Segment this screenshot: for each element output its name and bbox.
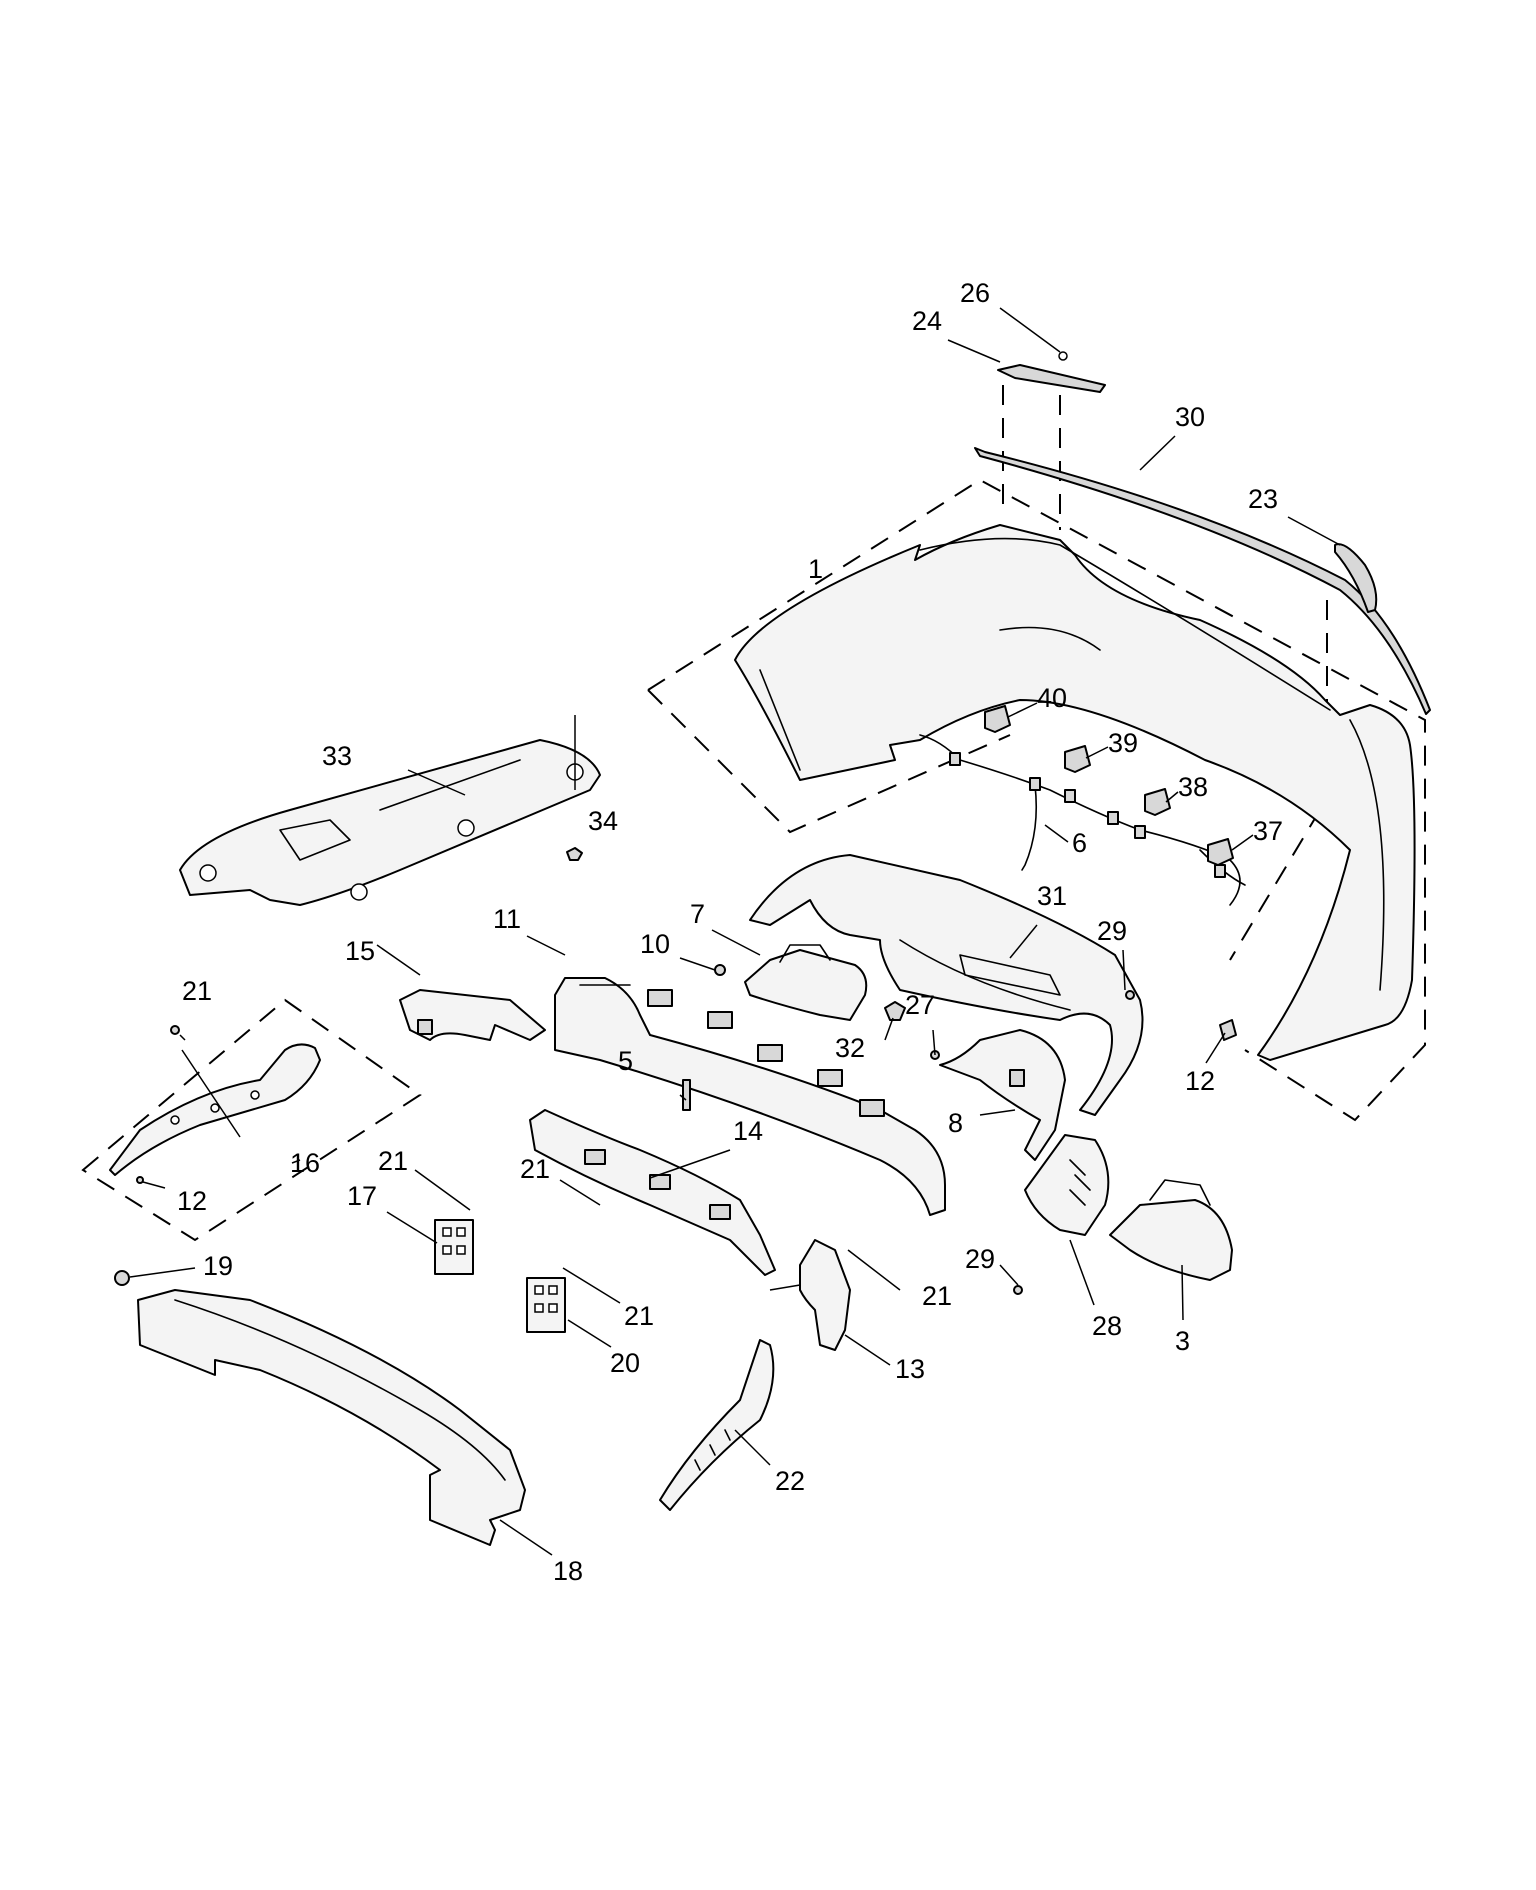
callout-labels: 26 24 30 23 1 40 39 38 37 6 33 34 11 7 3…: [177, 278, 1283, 1586]
part-5-fastener[interactable]: [682, 1079, 691, 1111]
part-8-corner[interactable]: [939, 1029, 1066, 1161]
callout-24: 24: [912, 306, 942, 336]
callout-3: 3: [1175, 1326, 1190, 1356]
callout-10: 10: [640, 929, 670, 959]
callout-21-right: 21: [922, 1281, 952, 1311]
callout-29-lower: 29: [965, 1244, 995, 1274]
sensor-38-icon[interactable]: [1144, 788, 1171, 816]
callout-31: 31: [1037, 881, 1067, 911]
part-20-block[interactable]: [526, 1277, 566, 1333]
callout-7: 7: [690, 899, 705, 929]
bracket-16-outline: [81, 998, 422, 1242]
clip-32-icon[interactable]: [884, 1001, 906, 1021]
callout-37: 37: [1253, 816, 1283, 846]
sensor-37-icon[interactable]: [1207, 838, 1234, 866]
part-18-beam[interactable]: [137, 1289, 526, 1546]
nut-19-icon[interactable]: [114, 1270, 130, 1286]
part-23-end-strip[interactable]: [1334, 543, 1378, 613]
callout-18: 18: [553, 1556, 583, 1586]
clip-12-icon[interactable]: [136, 1176, 144, 1184]
callout-1: 1: [808, 554, 823, 584]
part-3-end-bracket[interactable]: [1109, 1179, 1233, 1281]
callout-23: 23: [1248, 484, 1278, 514]
part-24-clip[interactable]: [997, 351, 1106, 393]
part-28-guard[interactable]: [1024, 1134, 1110, 1236]
callout-30: 30: [1175, 402, 1205, 432]
callout-21-left: 21: [182, 976, 212, 1006]
callout-11: 11: [493, 904, 521, 934]
screw-29-lower-icon[interactable]: [1013, 1285, 1023, 1295]
sensor-39-icon[interactable]: [1064, 745, 1091, 773]
callout-12-left: 12: [177, 1186, 207, 1216]
callout-33: 33: [322, 741, 352, 771]
screw-26-icon: [1058, 351, 1068, 361]
part-16-side-bracket[interactable]: [109, 1043, 321, 1176]
fastener-10-icon[interactable]: [714, 964, 726, 976]
sensor-40-icon[interactable]: [984, 705, 1011, 733]
part-1-bumper-cover[interactable]: [734, 524, 1416, 1061]
part-17-block[interactable]: [434, 1219, 474, 1275]
callout-15: 15: [345, 936, 375, 966]
callout-14: 14: [733, 1116, 763, 1146]
part-31-valance[interactable]: [749, 854, 1144, 1116]
callout-20: 20: [610, 1348, 640, 1378]
callout-27: 27: [905, 990, 935, 1020]
part-33-shield[interactable]: [179, 715, 601, 906]
callout-28: 28: [1092, 1311, 1122, 1341]
callout-26: 26: [960, 278, 990, 308]
callout-32: 32: [835, 1033, 865, 1063]
part-7-bracket[interactable]: [744, 944, 868, 1021]
callout-16: 16: [290, 1148, 320, 1178]
callout-13: 13: [895, 1354, 925, 1384]
part-13-bracket[interactable]: [799, 1239, 851, 1351]
screw-34-icon[interactable]: [566, 847, 583, 861]
part-11-absorber[interactable]: [554, 977, 946, 1216]
callout-6: 6: [1072, 828, 1087, 858]
screw-29-upper-icon[interactable]: [1125, 990, 1135, 1000]
callout-29-upper: 29: [1097, 916, 1127, 946]
callout-22: 22: [775, 1466, 805, 1496]
callout-8: 8: [948, 1108, 963, 1138]
part-30-strip[interactable]: [974, 447, 1431, 715]
callout-5: 5: [618, 1046, 633, 1076]
callout-39: 39: [1108, 728, 1138, 758]
part-22-strip[interactable]: [659, 1339, 775, 1511]
callout-40: 40: [1037, 683, 1067, 713]
callout-38: 38: [1178, 772, 1208, 802]
screw-21-icon[interactable]: [170, 1025, 180, 1035]
part-15-bracket[interactable]: [399, 989, 546, 1041]
callout-19: 19: [203, 1251, 233, 1281]
callout-17: 17: [347, 1181, 377, 1211]
callout-34: 34: [588, 806, 618, 836]
callout-21-lower: 21: [624, 1301, 654, 1331]
callout-21-mid: 21: [378, 1146, 408, 1176]
bumper-cover-outline: [647, 478, 1426, 1122]
part-14-beam-bracket[interactable]: [529, 1109, 776, 1276]
leader-lines: [129, 307, 1341, 1556]
callout-12-right: 12: [1185, 1066, 1215, 1096]
callout-21-center: 21: [520, 1154, 550, 1184]
